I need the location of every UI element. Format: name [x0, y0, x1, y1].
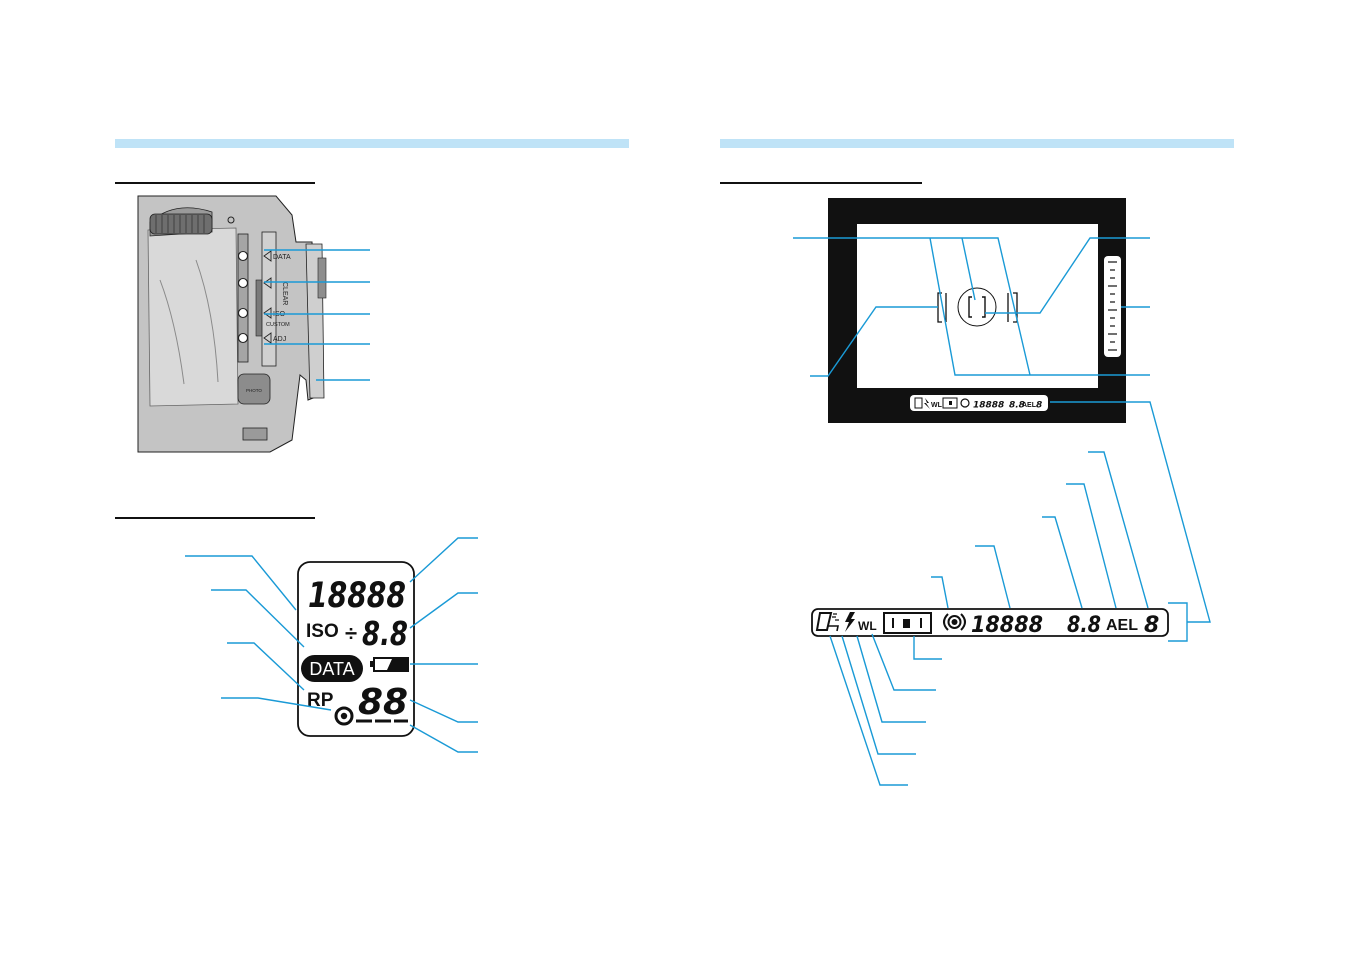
- strip-leader-lines: [829, 451, 1188, 786]
- data-panel-lcd: 18888 ISO ÷ 8.8 DATA RP 88: [297, 561, 415, 737]
- focus-confirm-icon-strip: [943, 613, 966, 631]
- iso-button-icon[interactable]: [237, 307, 249, 319]
- viewfinder-leader-lines: [793, 237, 1211, 623]
- value-display: 8.8: [362, 614, 408, 653]
- camera-leader-lines: [264, 249, 370, 381]
- frame-display: 88: [358, 682, 408, 723]
- adj-button-icon[interactable]: [237, 332, 249, 344]
- data-badge-label: DATA: [309, 659, 354, 679]
- shutter-speed-display: 18888: [971, 613, 1043, 638]
- mini-shutter: 18888: [973, 401, 1004, 411]
- camera-back-illustration: DATA CLEAR ISO CUSTOM ADJ PHOTO: [137, 195, 327, 453]
- data-button-icon[interactable]: [237, 250, 249, 262]
- adj-button-label: ADJ: [273, 336, 286, 343]
- right-header-bar: [720, 139, 1234, 148]
- iso-label: ISO: [306, 621, 339, 642]
- battery-icon: [370, 657, 409, 672]
- viewfinder-info-strip: WL 18888 8.8 AEL 8: [811, 608, 1169, 638]
- counter-display: 18888: [308, 576, 406, 616]
- mini-info-strip-content: WL 18888 8.8 AEL 8: [914, 397, 1042, 411]
- metering-mode-icon: [883, 612, 932, 634]
- exposure-scale-window: [1104, 256, 1121, 357]
- viewfinder-illustration: WL 18888 8.8 AEL 8: [828, 198, 1126, 423]
- data-badge: [301, 655, 363, 682]
- mini-digit: 8: [1036, 401, 1042, 411]
- mini-aperture: 8.8: [1009, 401, 1025, 411]
- photo-button-label: PHOTO: [246, 388, 262, 393]
- center-focus-frame: [968, 296, 986, 318]
- clear-button-label: CLEAR: [281, 282, 288, 305]
- plus-minus-icon: ÷: [345, 621, 357, 646]
- data-button-label: DATA: [273, 254, 291, 261]
- mini-info-strip: [910, 395, 1048, 411]
- left-header-bar: [115, 139, 629, 148]
- custom-label: CUSTOM: [266, 322, 290, 328]
- clear-button-icon[interactable]: [237, 277, 249, 289]
- flash-icon: [845, 612, 855, 632]
- panel-leader-lines: [185, 537, 478, 753]
- frame-digit-display: 8: [1144, 613, 1159, 638]
- camera-section-rule: [115, 182, 315, 184]
- wireless-label: WL: [858, 619, 877, 633]
- viewfinder-section-rule: [720, 182, 922, 184]
- focus-confirm-icon: [334, 706, 354, 726]
- spot-metering-circle: [957, 287, 997, 327]
- ael-indicator: AEL: [1106, 617, 1138, 634]
- mini-ael: AEL: [1022, 402, 1037, 409]
- mini-wl-label: WL: [931, 402, 943, 409]
- flash-mode-icon: [815, 612, 839, 632]
- panel-section-rule: [115, 517, 315, 519]
- exposure-scale-ticks: [1108, 261, 1117, 351]
- aperture-display: 8.8: [1067, 613, 1101, 638]
- rp-label: RP: [307, 690, 334, 711]
